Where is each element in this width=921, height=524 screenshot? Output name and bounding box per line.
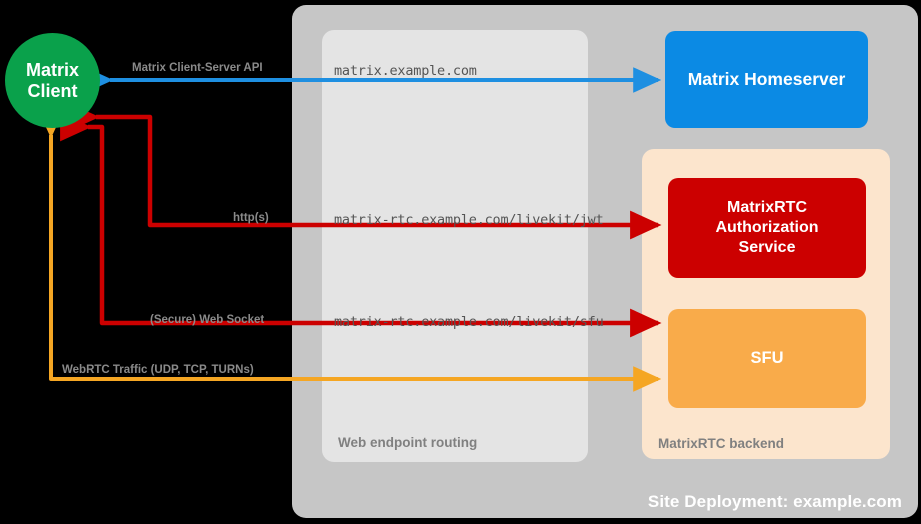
edge-label-secure-web-socket: (Secure) Web Socket <box>150 314 265 326</box>
matrix-homeserver-label: Matrix Homeserver <box>687 69 846 89</box>
auth-service-label-line3: Service <box>738 239 796 256</box>
auth-service-label-line2: Authorization <box>715 219 819 236</box>
site-deployment-label: Site Deployment: example.com <box>647 492 902 511</box>
endpoint-url-livekit-jwt: matrix-rtc.example.com/livekit/jwt <box>334 212 604 228</box>
node-sfu[interactable]: SFU <box>668 309 866 408</box>
edge-label-matrix-client-server-api: Matrix Client-Server API <box>132 62 263 74</box>
web-endpoint-routing-label: Web endpoint routing <box>338 435 478 450</box>
endpoint-url-livekit-sfu: matrix-rtc.example.com/livekit/sfu <box>334 314 604 330</box>
edge-label-webrtc-traffic: WebRTC Traffic (UDP, TCP, TURNs) <box>62 364 254 376</box>
node-matrix-client[interactable]: Matrix Client <box>5 33 100 128</box>
web-endpoint-routing-container: Web endpoint routing <box>322 30 588 462</box>
auth-service-label-line1: MatrixRTC <box>726 199 807 216</box>
node-matrixrtc-authorization-service[interactable]: MatrixRTC Authorization Service <box>668 178 866 278</box>
matrixrtc-backend-label: MatrixRTC backend <box>658 436 785 451</box>
edge-label-http: http(s) <box>233 212 269 224</box>
node-matrix-homeserver[interactable]: Matrix Homeserver <box>665 31 868 128</box>
matrix-client-label-line1: Matrix <box>25 60 79 81</box>
endpoint-url-matrix: matrix.example.com <box>334 63 477 79</box>
matrix-client-label-line2: Client <box>27 80 78 101</box>
sfu-label: SFU <box>750 349 784 367</box>
